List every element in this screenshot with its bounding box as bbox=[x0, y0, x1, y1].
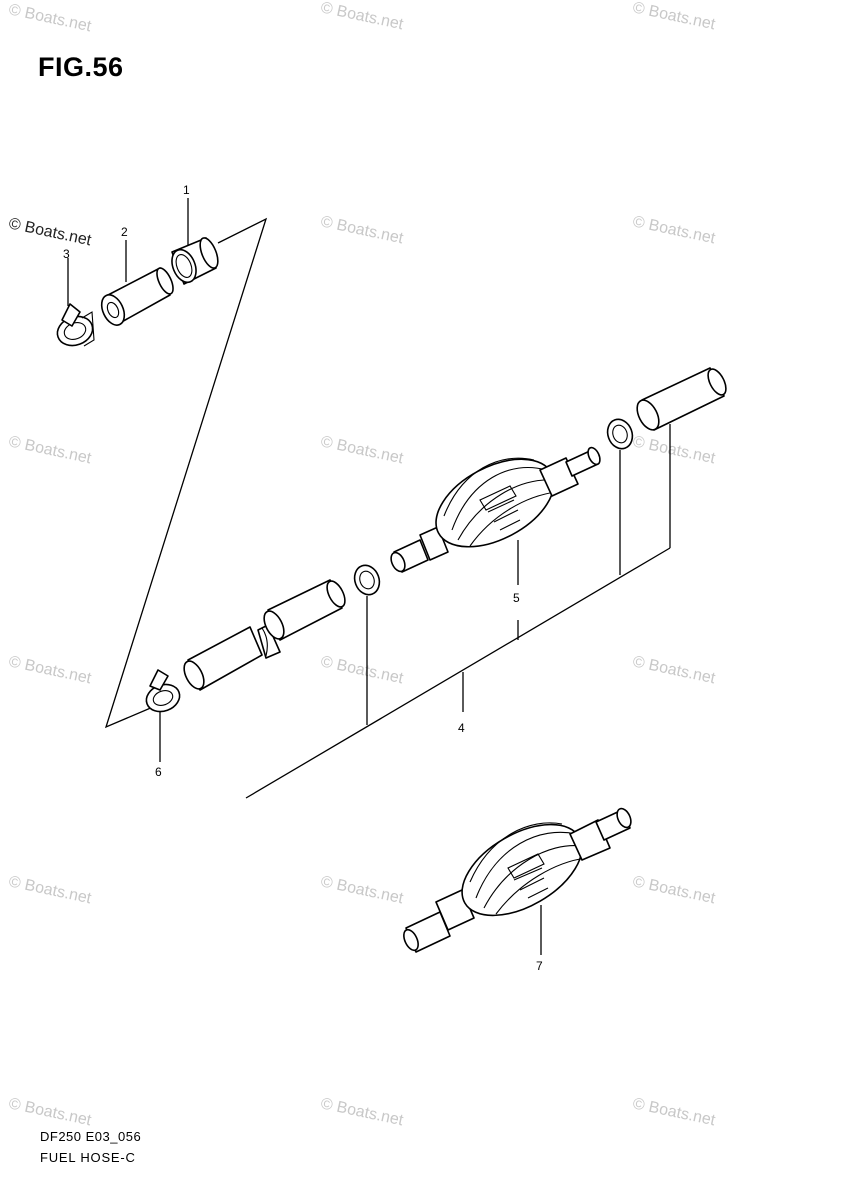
part-1-clip bbox=[171, 237, 219, 285]
watermarks: © Boats.net © Boats.net © Boats.net © Bo… bbox=[7, 0, 717, 1129]
part-4-clip-left bbox=[353, 564, 381, 596]
callout-1: 1 bbox=[183, 183, 190, 197]
callout-6: 6 bbox=[155, 765, 162, 779]
watermark-text: © Boats.net bbox=[7, 1095, 93, 1129]
figure-title: FIG.56 bbox=[38, 52, 124, 82]
callout-numbers: 1 2 3 4 5 6 7 bbox=[63, 183, 543, 973]
watermark-text: © Boats.net bbox=[319, 1095, 405, 1129]
diagram-name: FUEL HOSE-C bbox=[40, 1150, 136, 1165]
watermark-text: © Boats.net bbox=[319, 213, 405, 247]
watermark-text: © Boats.net bbox=[7, 1, 93, 35]
watermark-text: © Boats.net bbox=[319, 433, 405, 467]
watermark-text: © Boats.net bbox=[319, 0, 405, 33]
part-7-primer-bulb bbox=[403, 807, 632, 953]
part-2-hose bbox=[100, 267, 174, 326]
diagram-code: DF250 E03_056 bbox=[40, 1129, 142, 1144]
part-4-hose-segments bbox=[183, 579, 346, 691]
watermark-text: © Boats.net bbox=[7, 433, 93, 467]
part-6-clamp bbox=[145, 669, 181, 713]
watermark-text: © Boats.net bbox=[631, 213, 717, 247]
part-4-clip-right bbox=[606, 418, 634, 450]
watermark-text: © Boats.net bbox=[7, 215, 93, 249]
callout-7: 7 bbox=[536, 959, 543, 973]
watermark-text: © Boats.net bbox=[631, 1095, 717, 1129]
part-4-hose-right bbox=[636, 367, 727, 431]
part-3-clamp bbox=[56, 303, 95, 347]
watermark-text: © Boats.net bbox=[631, 0, 717, 33]
part-5-primer-bulb bbox=[390, 446, 601, 573]
leader-lines bbox=[67, 198, 671, 955]
callout-4: 4 bbox=[458, 721, 465, 735]
watermark-text: © Boats.net bbox=[7, 653, 93, 687]
watermark-text: © Boats.net bbox=[631, 653, 717, 687]
watermark-text: © Boats.net bbox=[631, 873, 717, 907]
watermark-text: © Boats.net bbox=[319, 873, 405, 907]
callout-2: 2 bbox=[121, 225, 128, 239]
watermark-text: © Boats.net bbox=[631, 433, 717, 467]
watermark-text: © Boats.net bbox=[7, 873, 93, 907]
callout-5: 5 bbox=[513, 591, 520, 605]
group-outline bbox=[104, 217, 268, 729]
callout-3: 3 bbox=[63, 247, 70, 261]
watermark-text: © Boats.net bbox=[319, 653, 405, 687]
